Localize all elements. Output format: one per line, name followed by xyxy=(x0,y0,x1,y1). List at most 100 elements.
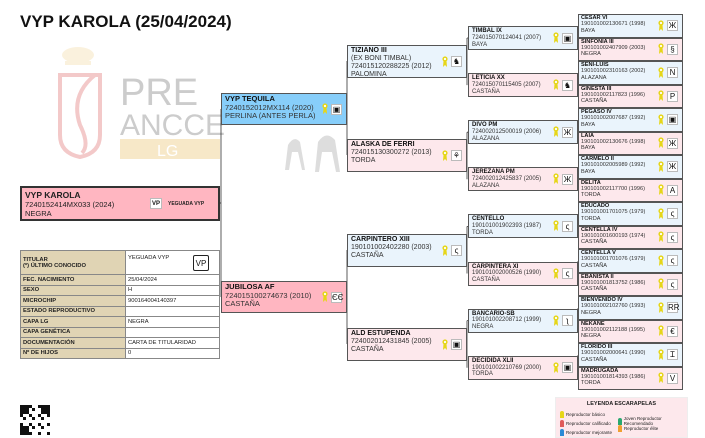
rosette-icon xyxy=(442,149,448,161)
info-label: Nº DE HIJOS xyxy=(20,347,126,359)
ancestor-card[interactable]: TIZIANO III(EX BONI TIMBAL)7240151202882… xyxy=(347,45,467,78)
ancestor-name: CARPINTERA XI xyxy=(472,263,519,270)
brand-mark-icon: Ж xyxy=(562,173,573,185)
rosette-icon xyxy=(658,137,664,149)
brand-mark-icon: ς xyxy=(562,268,573,279)
ancestor-id: 190101001701075 (1979) xyxy=(581,209,646,216)
ancestor-id: 190101002130671 (1998) xyxy=(581,21,646,28)
rosette-icon xyxy=(658,255,664,266)
ancestor-name: CARPINTERO XIII xyxy=(351,236,410,243)
info-label: CAPA GENÉTICA xyxy=(20,326,126,338)
subject-horse-card[interactable]: VYP KAROLA 7240152414MX033 (2024) NEGRA … xyxy=(20,186,220,221)
ancestor-id: 724002012500019 (2006) xyxy=(472,129,542,136)
ancestor-name: CARMELO II xyxy=(581,156,614,162)
brand-mark-icon: ЄЄ xyxy=(331,291,344,303)
ancestor-name: CENTELLA IV xyxy=(581,226,618,233)
ancestor-id: 724015070124041 (2007) xyxy=(472,34,542,41)
ancestor-color: CASTAÑA xyxy=(351,252,384,260)
rosette-icon xyxy=(658,90,664,102)
rosette-icon xyxy=(618,417,622,425)
rosette-icon xyxy=(560,420,564,427)
ancestor-id: 190101002130676 (1998) xyxy=(581,138,646,145)
ancestor-id: 190101001701076 (1979) xyxy=(581,256,646,263)
qr-code[interactable] xyxy=(20,405,50,435)
ancestor-name: TIZIANO III xyxy=(351,47,387,54)
rosette-icon xyxy=(553,362,559,373)
ancestor-color: NEGRA xyxy=(581,333,601,340)
brand-mark-icon: ς xyxy=(451,245,462,256)
vp-brand-icon: VP xyxy=(150,198,162,209)
ancestor-name: JEREZANA PM xyxy=(472,169,515,176)
vp-brand-icon: VP xyxy=(193,254,209,271)
info-label: SEXO xyxy=(20,284,126,296)
ancestor-color: ALAZANA xyxy=(581,74,607,81)
legend-item: Reproductor básico xyxy=(560,411,605,418)
rosette-icon xyxy=(658,231,664,243)
info-value: NEGRA xyxy=(125,316,220,328)
info-label: CAPA LG xyxy=(20,316,126,328)
info-value: H xyxy=(125,284,220,296)
ancestor-alias: (EX BONI TIMBAL) xyxy=(351,55,412,63)
ancestor-name: GINESTA III xyxy=(581,85,612,92)
rosette-icon xyxy=(658,349,664,360)
rosette-icon xyxy=(658,325,664,337)
ancestor-name: CENTELLA V xyxy=(581,250,616,256)
brand-mark-icon: ς xyxy=(667,255,678,267)
legend-item: Reproductor calificado xyxy=(560,420,611,427)
brand-mark-icon: V xyxy=(667,372,678,384)
info-value: 900164004140397 xyxy=(125,295,220,307)
ancestor-color: NEGRA xyxy=(472,324,494,331)
ancestor-id: 190101002007687 (1992) xyxy=(581,115,646,122)
ancestor-name: MADRUGADA xyxy=(581,367,619,374)
rosette-icon xyxy=(560,411,564,418)
rosette-icon xyxy=(553,173,559,185)
ancestor-color: TORDA xyxy=(351,157,376,165)
brand-mark-icon: ▣ xyxy=(562,32,573,44)
rosette-icon xyxy=(658,43,664,55)
ancestor-color: CASTAÑA xyxy=(351,346,384,354)
ancestor-color: BAYA xyxy=(581,145,596,152)
ancestor-id: 190101002102760 (1993) xyxy=(581,303,646,310)
ancestor-color: ALAZANA xyxy=(472,183,500,190)
ancestor-name: PEGASO IV xyxy=(581,109,612,115)
ancestor-name: NEKANE xyxy=(581,320,605,327)
info-label: ESTADO REPRODUCTIVO xyxy=(20,305,126,317)
subject-name: VYP KAROLA xyxy=(25,190,81,200)
ancestor-color: NEGRA xyxy=(581,51,601,58)
legend-item: Joven Reproductor Recomendado xyxy=(618,416,687,426)
brand-mark-icon: ς xyxy=(562,220,573,232)
ancestor-name: SINFONIA III xyxy=(581,38,614,45)
